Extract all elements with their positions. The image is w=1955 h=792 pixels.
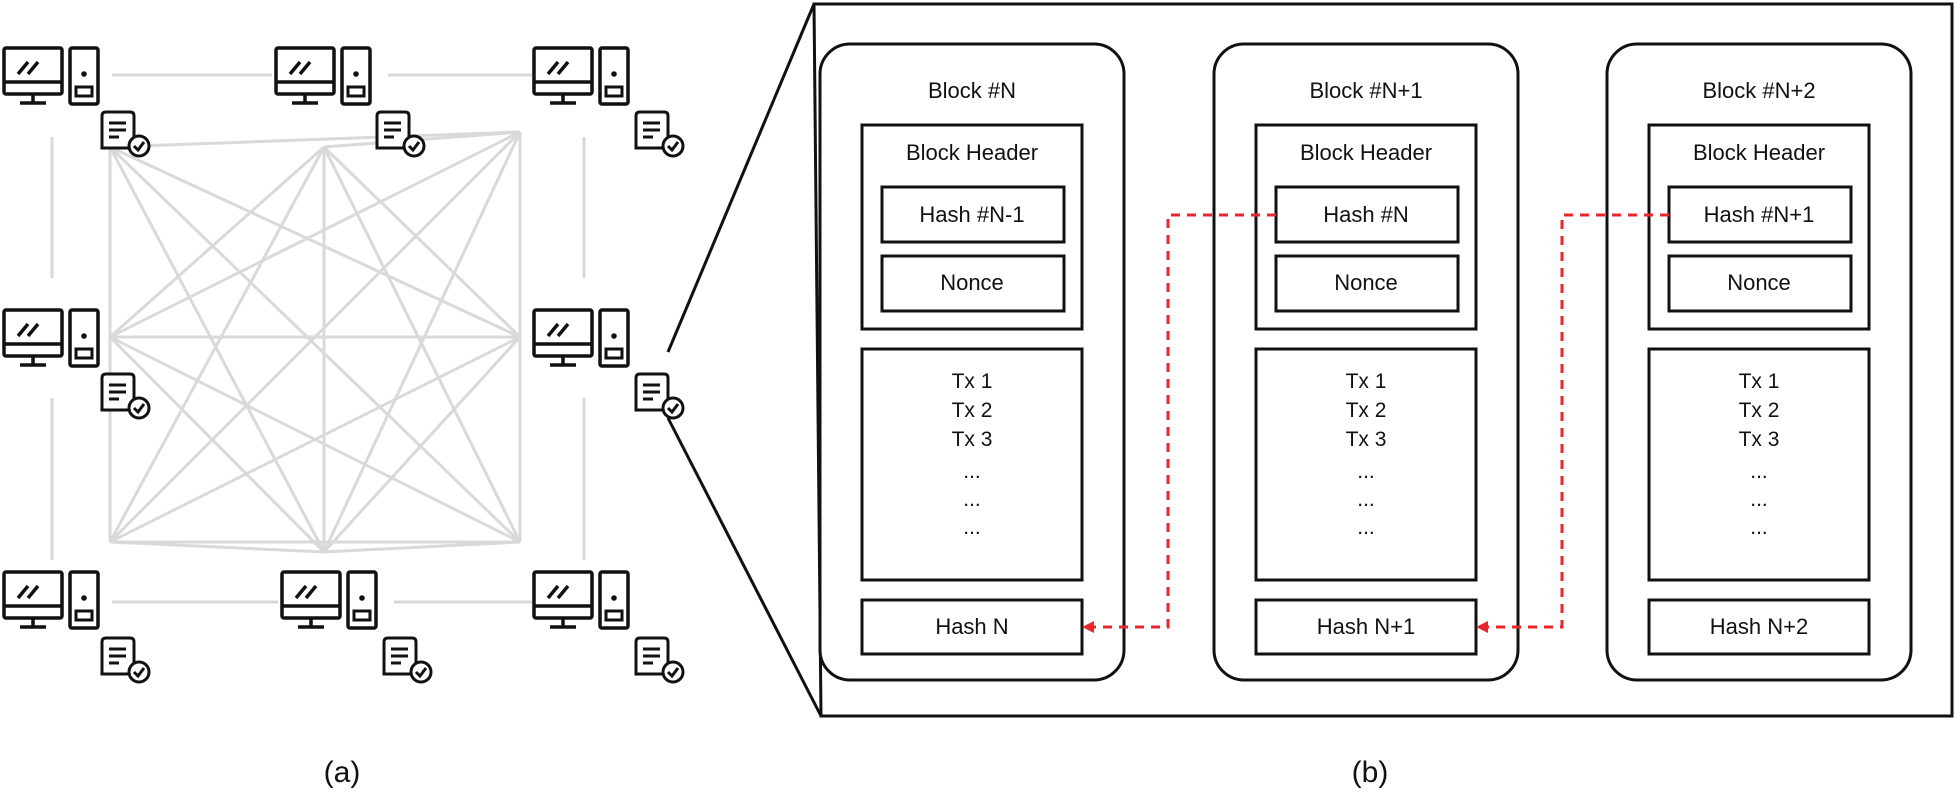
block-title: Block #N xyxy=(928,78,1016,103)
network-node xyxy=(532,308,685,420)
transaction-item: Tx 1 xyxy=(952,370,993,393)
document-check-icon xyxy=(634,110,685,158)
prev-hash-box xyxy=(1667,185,1853,244)
transaction-item: Tx 3 xyxy=(1739,428,1780,451)
nonce-label: Nonce xyxy=(1334,270,1398,295)
transaction-item: ... xyxy=(1750,488,1768,511)
transactions-box xyxy=(1647,347,1871,582)
panel-label-a: (a) xyxy=(324,756,361,789)
transaction-item: Tx 2 xyxy=(1739,399,1780,422)
computer-icon xyxy=(2,46,100,106)
transaction-item: ... xyxy=(963,488,981,511)
block-hash-label: Hash N+2 xyxy=(1710,614,1808,639)
document-check-icon xyxy=(634,636,685,684)
hash-links xyxy=(1082,213,1669,633)
network-link xyxy=(109,145,325,339)
block-header-label: Block Header xyxy=(906,140,1038,165)
network-link xyxy=(323,540,521,554)
network-mesh xyxy=(50,73,586,604)
transaction-item: ... xyxy=(1750,460,1768,483)
document-check-icon xyxy=(382,636,433,684)
nonce-box xyxy=(1274,254,1460,313)
computer-icon xyxy=(274,46,372,106)
network-link xyxy=(109,335,521,544)
transaction-item: ... xyxy=(963,516,981,539)
prev-hash-box xyxy=(880,185,1066,244)
prev-hash-label: Hash #N xyxy=(1323,202,1409,227)
computer-icon xyxy=(2,570,100,630)
network-link xyxy=(109,130,521,149)
network-node xyxy=(532,570,685,684)
document-check-icon xyxy=(634,372,685,420)
transaction-item: Tx 3 xyxy=(1346,428,1387,451)
network-link xyxy=(322,131,522,553)
transaction-item: ... xyxy=(1357,516,1375,539)
network-link xyxy=(109,145,521,339)
document-check-icon xyxy=(100,636,151,684)
network-link xyxy=(322,335,522,554)
document-check-icon xyxy=(100,110,151,158)
network-node xyxy=(532,46,685,158)
network-link xyxy=(108,146,326,543)
block-hash-box xyxy=(860,598,1084,656)
transaction-item: ... xyxy=(1357,460,1375,483)
computer-icon xyxy=(532,308,630,368)
computer-icon xyxy=(280,570,378,630)
network-node xyxy=(280,570,433,684)
network-link xyxy=(108,146,326,553)
transaction-item: Tx 3 xyxy=(952,428,993,451)
block-hash-label: Hash N+1 xyxy=(1317,614,1415,639)
hash-link-arrow xyxy=(1476,213,1669,633)
transaction-item: Tx 1 xyxy=(1739,370,1780,393)
network-link xyxy=(109,130,521,339)
network-node xyxy=(2,570,151,684)
document-check-icon xyxy=(375,110,426,158)
transaction-item: ... xyxy=(963,460,981,483)
zoom-connector xyxy=(666,3,823,717)
block-title: Block #N+2 xyxy=(1702,78,1815,103)
nonce-box xyxy=(1667,254,1853,313)
network-node xyxy=(2,308,151,420)
transaction-item: ... xyxy=(1750,516,1768,539)
panel-label-b: (b) xyxy=(1352,756,1389,789)
block-hash-box xyxy=(1254,598,1478,656)
block-header-label: Block Header xyxy=(1693,140,1825,165)
nonce-label: Nonce xyxy=(1727,270,1791,295)
network-link xyxy=(109,540,325,554)
hash-link-arrow xyxy=(1082,213,1276,633)
network-nodes xyxy=(2,46,685,684)
network-link xyxy=(322,145,522,339)
prev-hash-label: Hash #N+1 xyxy=(1704,202,1815,227)
computer-icon xyxy=(532,570,630,630)
network-link xyxy=(108,335,326,554)
block-hash-box xyxy=(1647,598,1871,656)
computer-icon xyxy=(532,46,630,106)
nonce-label: Nonce xyxy=(940,270,1004,295)
transaction-item: Tx 2 xyxy=(1346,399,1387,422)
network-link xyxy=(108,145,522,544)
block-hash-label: Hash N xyxy=(935,614,1008,639)
transaction-item: Tx 1 xyxy=(1346,370,1387,393)
network-node xyxy=(2,46,151,158)
transactions-box xyxy=(860,347,1084,582)
prev-hash-label: Hash #N-1 xyxy=(919,202,1024,227)
transaction-item: ... xyxy=(1357,488,1375,511)
block-header-label: Block Header xyxy=(1300,140,1432,165)
computer-icon xyxy=(2,308,100,368)
document-check-icon xyxy=(100,372,151,420)
nonce-box xyxy=(880,254,1066,313)
transactions-box xyxy=(1254,347,1478,582)
block-title: Block #N+1 xyxy=(1309,78,1422,103)
transaction-item: Tx 2 xyxy=(952,399,993,422)
